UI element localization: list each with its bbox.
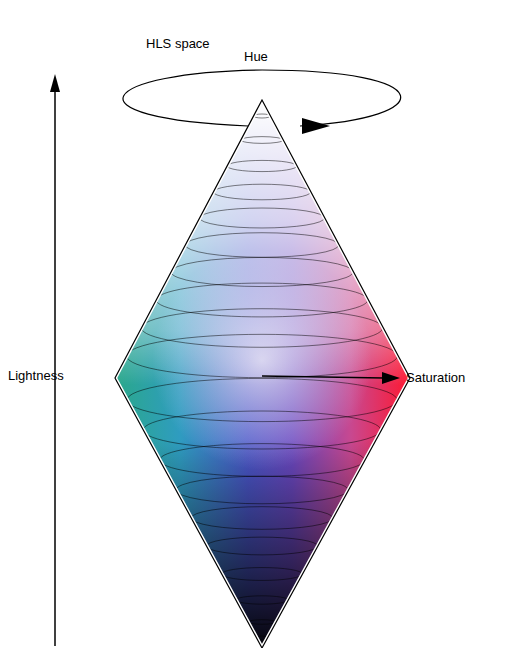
axis-label: Saturation xyxy=(406,370,465,386)
lightness-ring xyxy=(248,620,276,625)
lightness-ring xyxy=(191,507,333,530)
lightness-ring xyxy=(160,444,365,477)
lightness-ring xyxy=(127,378,397,421)
lightness-ring xyxy=(241,137,283,144)
lightness-ring xyxy=(227,160,297,171)
lightness-ring xyxy=(127,334,398,377)
lightness-ring xyxy=(176,476,348,504)
lightness-ring xyxy=(213,184,310,200)
axis-label: Hue xyxy=(244,49,268,65)
lightness-ring xyxy=(206,537,317,555)
lightness-ring xyxy=(236,596,288,604)
axis-label: Lightness xyxy=(8,368,64,384)
lightness-ring xyxy=(141,309,382,348)
lightness-ring xyxy=(200,208,325,228)
lightness-ring xyxy=(171,257,353,286)
lightness-ring xyxy=(156,283,368,317)
diagram-title: HLS space xyxy=(146,36,210,52)
lightness-ring xyxy=(222,568,303,581)
lightness-ring xyxy=(185,233,338,258)
